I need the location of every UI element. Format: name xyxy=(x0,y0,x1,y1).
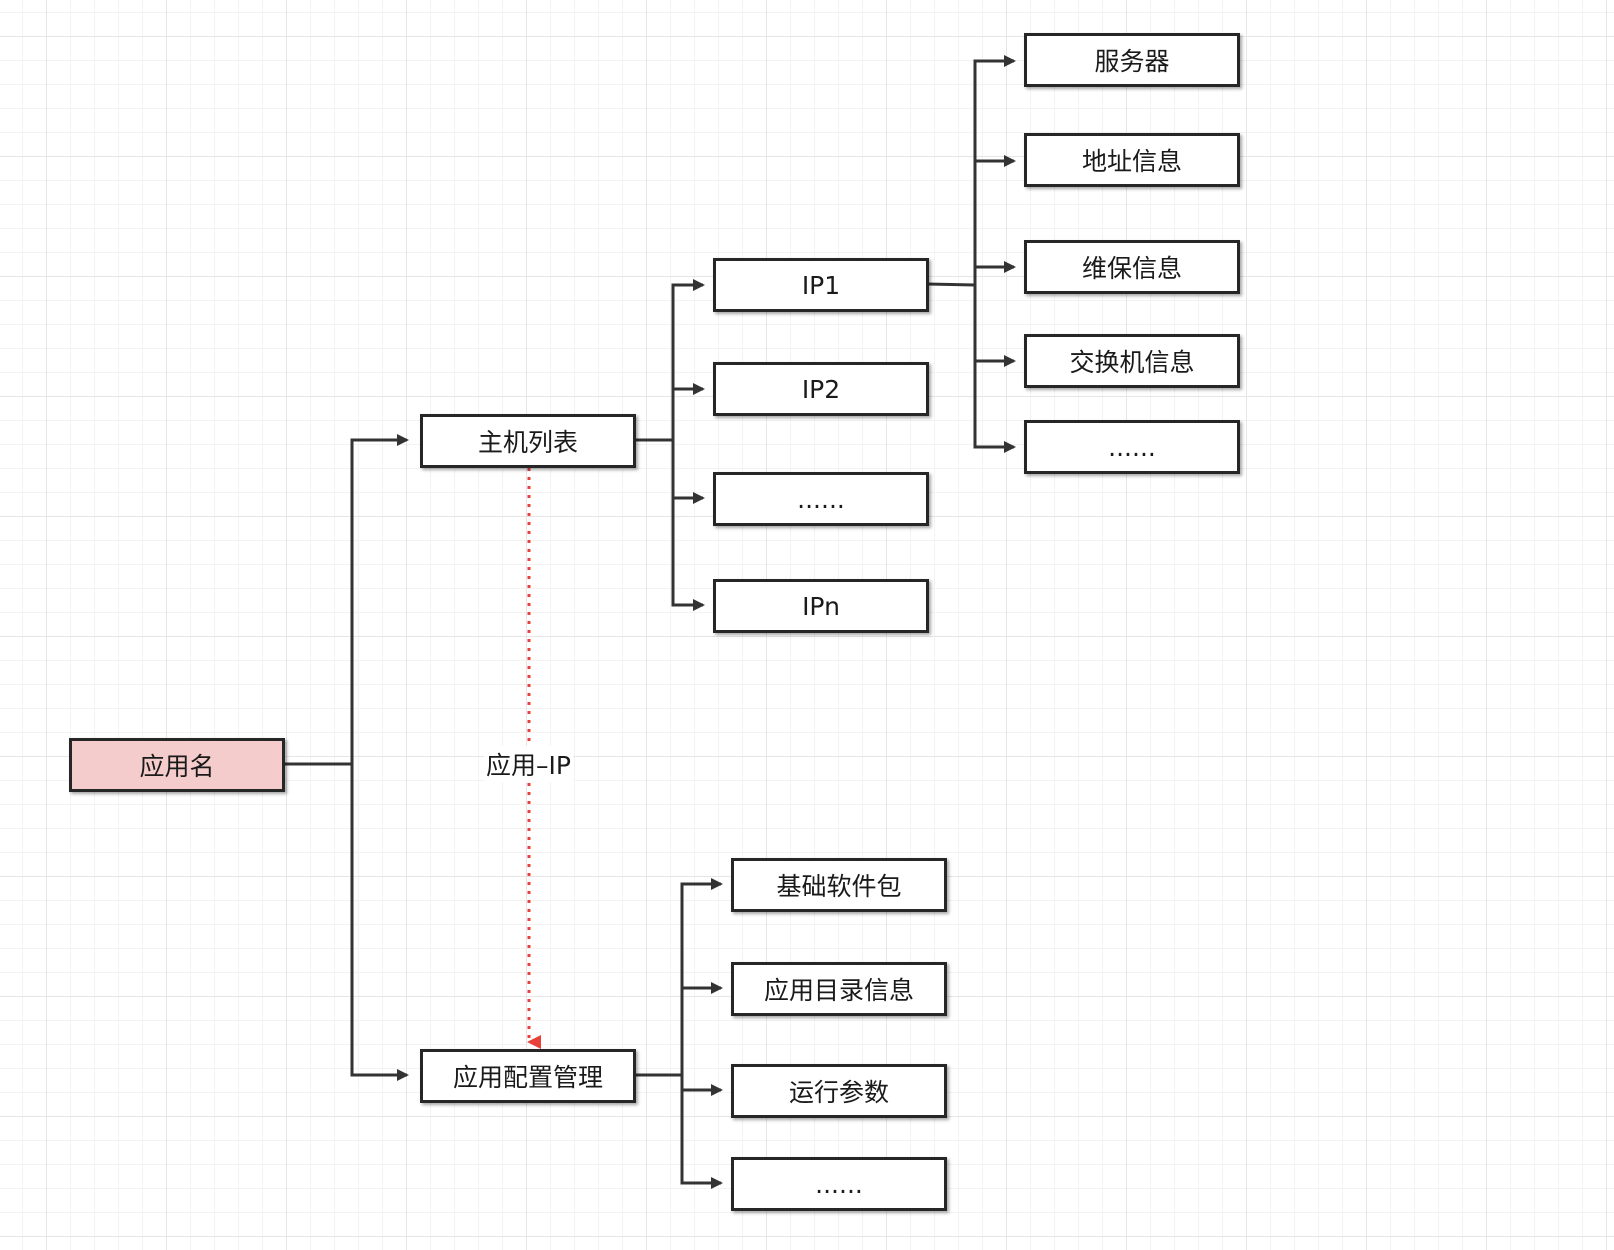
edge-ip1-to-server xyxy=(973,55,1016,285)
node-server[interactable]: 服务器 xyxy=(1024,33,1240,87)
node-base-packages[interactable]: 基础软件包 xyxy=(731,858,947,912)
node-ip2[interactable]: IP2 xyxy=(713,362,929,416)
node-app-directory-info[interactable]: 应用目录信息 xyxy=(731,962,947,1016)
edge-config-to-ellipsis xyxy=(680,1075,723,1189)
node-app-name[interactable]: 应用名 xyxy=(69,738,285,792)
node-ip-ellipsis[interactable]: ...... xyxy=(713,472,929,526)
node-switch-info[interactable]: 交换机信息 xyxy=(1024,334,1240,388)
edge-ip1-trunk xyxy=(926,282,976,287)
node-ip1[interactable]: IP1 xyxy=(713,258,929,312)
edge-ip1-to-ellipsis xyxy=(973,285,1016,453)
node-ipn[interactable]: IPn xyxy=(713,579,929,633)
node-maintenance-info[interactable]: 维保信息 xyxy=(1024,240,1240,294)
edge-root-to-config xyxy=(350,764,409,1081)
edge-hosts-to-ip-ellipsis xyxy=(671,440,705,504)
node-app-config-management[interactable]: 应用配置管理 xyxy=(420,1049,636,1103)
node-config-ellipsis[interactable]: ...... xyxy=(731,1157,947,1211)
node-runtime-params[interactable]: 运行参数 xyxy=(731,1064,947,1118)
edge-hosts-to-ipn xyxy=(671,498,705,611)
node-host-list[interactable]: 主机列表 xyxy=(420,414,636,468)
relation-label: 应用–IP xyxy=(484,746,573,782)
edge-root-to-hosts xyxy=(284,434,409,766)
node-address-info[interactable]: 地址信息 xyxy=(1024,133,1240,187)
node-detail-ellipsis[interactable]: ...... xyxy=(1024,420,1240,474)
edge-hosts-to-ip1 xyxy=(671,279,705,440)
edge-config-to-base-packages xyxy=(680,878,723,1075)
